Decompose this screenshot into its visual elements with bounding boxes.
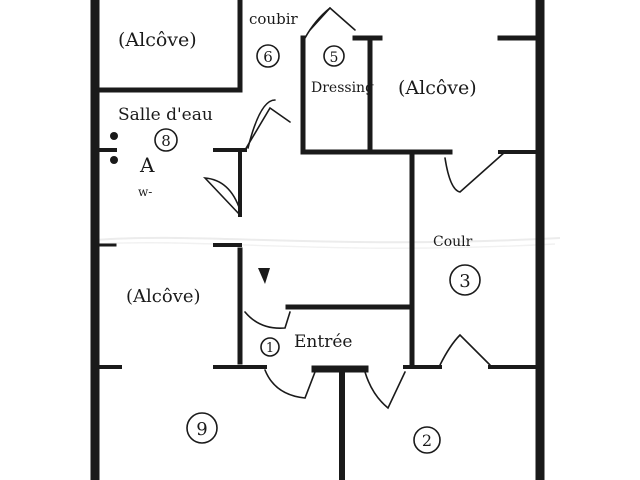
interior-walls bbox=[97, 0, 538, 480]
svg-text:1: 1 bbox=[266, 341, 274, 356]
label-alcove-top-left: (Alcôve) bbox=[118, 29, 197, 51]
svg-text:9: 9 bbox=[196, 419, 207, 440]
shower-mark-icon: A bbox=[139, 153, 155, 177]
svg-text:8: 8 bbox=[161, 132, 171, 150]
room-number-9: 9 bbox=[186, 412, 218, 444]
label-salle-deau: Salle d'eau bbox=[118, 105, 213, 125]
room-number-6: 6 bbox=[256, 44, 280, 68]
watermark bbox=[94, 236, 561, 249]
room-number-3: 3 bbox=[449, 264, 481, 296]
label-entree: Entrée bbox=[294, 332, 352, 352]
outer-walls bbox=[90, 0, 545, 480]
fixtures bbox=[110, 132, 270, 284]
fixture-dot-icon bbox=[110, 132, 118, 140]
label-couloir: Coulr bbox=[433, 234, 473, 250]
arrow-down-icon bbox=[258, 268, 270, 284]
fixture-dot-icon bbox=[110, 156, 118, 164]
door-swings bbox=[202, 6, 506, 410]
room-labels: (Alcôve) (Alcôve) (Alcôve) coubir Dressi… bbox=[118, 10, 477, 352]
svg-text:5: 5 bbox=[330, 50, 339, 66]
svg-text:2: 2 bbox=[422, 431, 432, 450]
label-wc: w- bbox=[138, 185, 152, 199]
room-number-8: 8 bbox=[154, 128, 178, 152]
label-alcove-left: (Alcôve) bbox=[126, 286, 201, 307]
room-numbers: 6 5 8 3 1 9 2 bbox=[154, 44, 481, 454]
room-number-1: 1 bbox=[260, 337, 280, 357]
label-coubir: coubir bbox=[249, 10, 298, 28]
room-number-2: 2 bbox=[413, 426, 441, 454]
svg-text:3: 3 bbox=[459, 271, 470, 292]
svg-text:6: 6 bbox=[263, 48, 273, 66]
label-dressing: Dressing bbox=[311, 80, 374, 96]
room-number-5: 5 bbox=[323, 45, 345, 67]
label-alcove-top-right: (Alcôve) bbox=[398, 77, 477, 99]
